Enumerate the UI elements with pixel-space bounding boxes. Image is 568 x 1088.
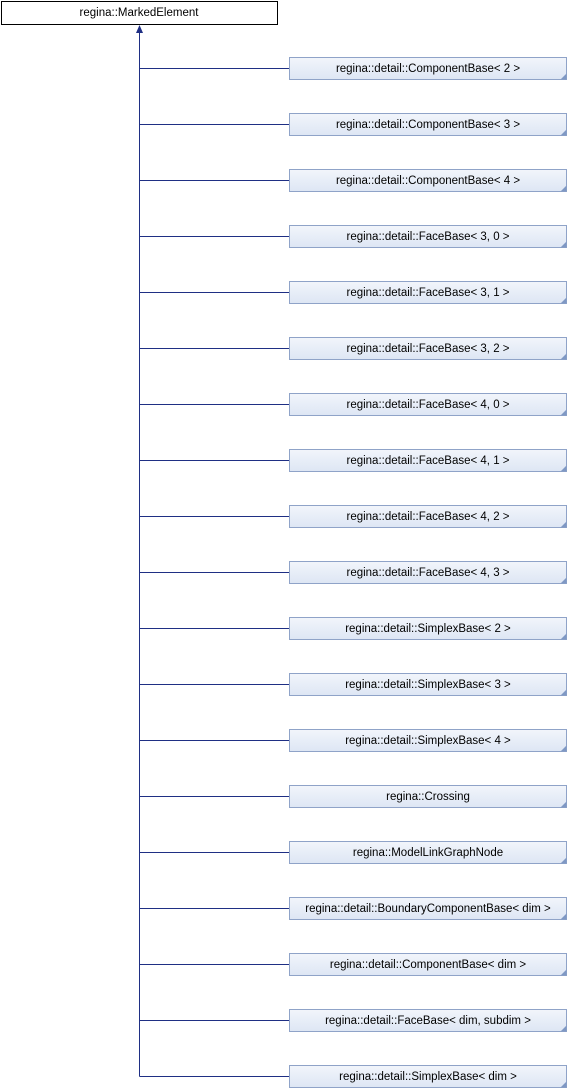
corner-marker-icon [560,969,567,976]
derived-class-node[interactable]: regina::detail::FaceBase< 4, 2 > [289,505,567,528]
derived-class-node[interactable]: regina::detail::FaceBase< 3, 1 > [289,281,567,304]
derived-class-label: regina::detail::FaceBase< 4, 0 > [346,399,509,411]
corner-marker-icon [560,73,567,80]
derived-class-label: regina::detail::FaceBase< 3, 1 > [346,287,509,299]
derived-class-box [289,953,567,976]
derived-class-label: regina::detail::FaceBase< 3, 2 > [346,343,509,355]
derived-class-label: regina::detail::SimplexBase< dim > [339,1071,517,1083]
derived-class-box [289,113,567,136]
derived-class-box [289,841,567,864]
derived-class-box [289,281,567,304]
derived-class-node[interactable]: regina::detail::SimplexBase< dim > [289,1065,567,1088]
base-class-box [1,1,278,25]
derived-class-label: regina::detail::SimplexBase< 4 > [345,735,511,747]
derived-class-node[interactable]: regina::detail::FaceBase< 4, 0 > [289,393,567,416]
derived-class-node[interactable]: regina::detail::FaceBase< 3, 0 > [289,225,567,248]
derived-class-node[interactable]: regina::detail::SimplexBase< 4 > [289,729,567,752]
corner-marker-icon [560,353,567,360]
corner-marker-icon [560,241,567,248]
derived-class-box [289,785,567,808]
derived-class-label: regina::detail::ComponentBase< 2 > [336,63,520,75]
derived-class-node[interactable]: regina::detail::ComponentBase< 3 > [289,113,567,136]
derived-class-label: regina::detail::ComponentBase< 3 > [336,119,520,131]
derived-class-label: regina::Crossing [386,791,470,803]
inheritance-arrowhead [136,25,143,33]
derived-class-box [289,561,567,584]
derived-class-box [289,449,567,472]
base-class-label: regina::MarkedElement [80,7,200,19]
derived-class-node[interactable]: regina::detail::ComponentBase< 4 > [289,169,567,192]
derived-class-box [289,897,567,920]
derived-class-label: regina::detail::ComponentBase< 4 > [336,175,520,187]
derived-class-node[interactable]: regina::Crossing [289,785,567,808]
derived-class-node[interactable]: regina::detail::SimplexBase< 3 > [289,673,567,696]
derived-class-node[interactable]: regina::ModelLinkGraphNode [289,841,567,864]
derived-class-label: regina::detail::FaceBase< 4, 1 > [346,455,509,467]
base-class-node[interactable]: regina::MarkedElement [1,1,278,25]
derived-class-label: regina::detail::FaceBase< 4, 3 > [346,567,509,579]
derived-class-box [289,505,567,528]
derived-class-box [289,169,567,192]
derived-class-box [289,225,567,248]
derived-class-node[interactable]: regina::detail::ComponentBase< dim > [289,953,567,976]
derived-class-node[interactable]: regina::detail::FaceBase< 4, 1 > [289,449,567,472]
derived-class-node[interactable]: regina::detail::BoundaryComponentBase< d… [289,897,567,920]
corner-marker-icon [560,465,567,472]
derived-class-label: regina::detail::FaceBase< dim, subdim > [325,1015,531,1027]
corner-marker-icon [560,1025,567,1032]
derived-class-box [289,673,567,696]
derived-class-box [289,57,567,80]
corner-marker-icon [560,297,567,304]
derived-class-label: regina::detail::ComponentBase< dim > [330,959,527,971]
derived-class-label: regina::ModelLinkGraphNode [353,847,503,859]
derived-class-node[interactable]: regina::detail::FaceBase< dim, subdim > [289,1009,567,1032]
corner-marker-icon [560,913,567,920]
derived-class-box [289,617,567,640]
corner-marker-icon [560,689,567,696]
corner-marker-icon [560,1081,567,1088]
derived-class-box [289,393,567,416]
corner-marker-icon [560,185,567,192]
derived-class-node[interactable]: regina::detail::SimplexBase< 2 > [289,617,567,640]
corner-marker-icon [560,521,567,528]
corner-marker-icon [560,857,567,864]
inheritance-edges [136,25,289,1077]
corner-marker-icon [560,801,567,808]
derived-class-label: regina::detail::SimplexBase< 3 > [345,679,511,691]
corner-marker-icon [560,633,567,640]
corner-marker-icon [560,577,567,584]
derived-class-nodes: regina::detail::ComponentBase< 2 >regina… [289,57,567,1088]
derived-class-label: regina::detail::FaceBase< 4, 2 > [346,511,509,523]
derived-class-node[interactable]: regina::detail::FaceBase< 3, 2 > [289,337,567,360]
derived-class-label: regina::detail::FaceBase< 3, 0 > [346,231,509,243]
corner-marker-icon [560,129,567,136]
derived-class-box [289,729,567,752]
derived-class-node[interactable]: regina::detail::FaceBase< 4, 3 > [289,561,567,584]
derived-class-label: regina::detail::BoundaryComponentBase< d… [305,903,551,915]
corner-marker-icon [560,409,567,416]
corner-marker-icon [560,745,567,752]
derived-class-node[interactable]: regina::detail::ComponentBase< 2 > [289,57,567,80]
derived-class-label: regina::detail::SimplexBase< 2 > [345,623,511,635]
derived-class-box [289,337,567,360]
derived-class-box [289,1009,567,1032]
